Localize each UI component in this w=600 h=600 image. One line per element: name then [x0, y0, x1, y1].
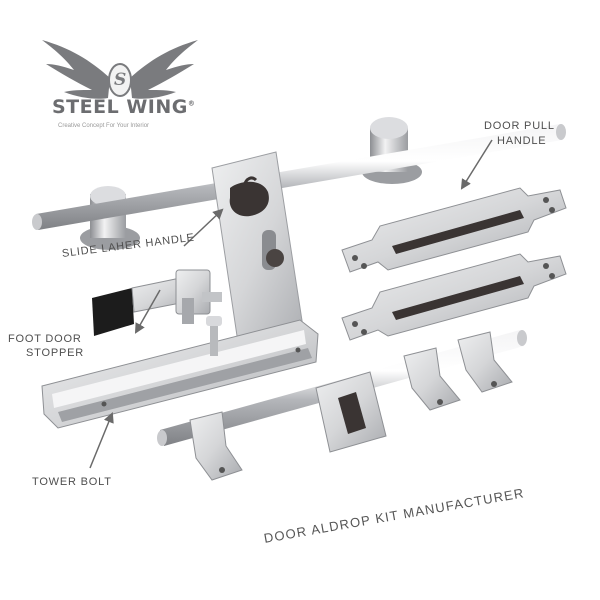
aldrop-bolt — [157, 330, 527, 481]
label-door-pull-line2: HANDLE — [497, 135, 547, 147]
label-tower-bolt: TOWER BOLT — [32, 476, 112, 488]
brand-monogram: S — [114, 70, 127, 90]
brand-name: STEEL WING® — [52, 96, 196, 118]
brand-tagline: Creative Concept For Your Interior — [58, 123, 150, 129]
arrow-tower-bolt — [89, 412, 114, 469]
tower-bolt — [41, 316, 319, 429]
wings-logo-icon — [42, 40, 198, 99]
slide-laher-handle — [32, 117, 566, 357]
arrow-foot-stopper — [134, 289, 161, 334]
foot-door-stopper — [92, 269, 222, 336]
door-pull-handle-2 — [341, 253, 567, 341]
label-foot-door-line2: STOPPER — [26, 347, 84, 359]
arrow-door-pull — [460, 139, 493, 190]
label-foot-door-line1: FOOT DOOR — [8, 333, 82, 345]
label-door-pull-line1: DOOR PULL — [484, 120, 555, 132]
door-pull-handle-1 — [341, 187, 567, 273]
arrow-slide-laher — [183, 208, 224, 247]
